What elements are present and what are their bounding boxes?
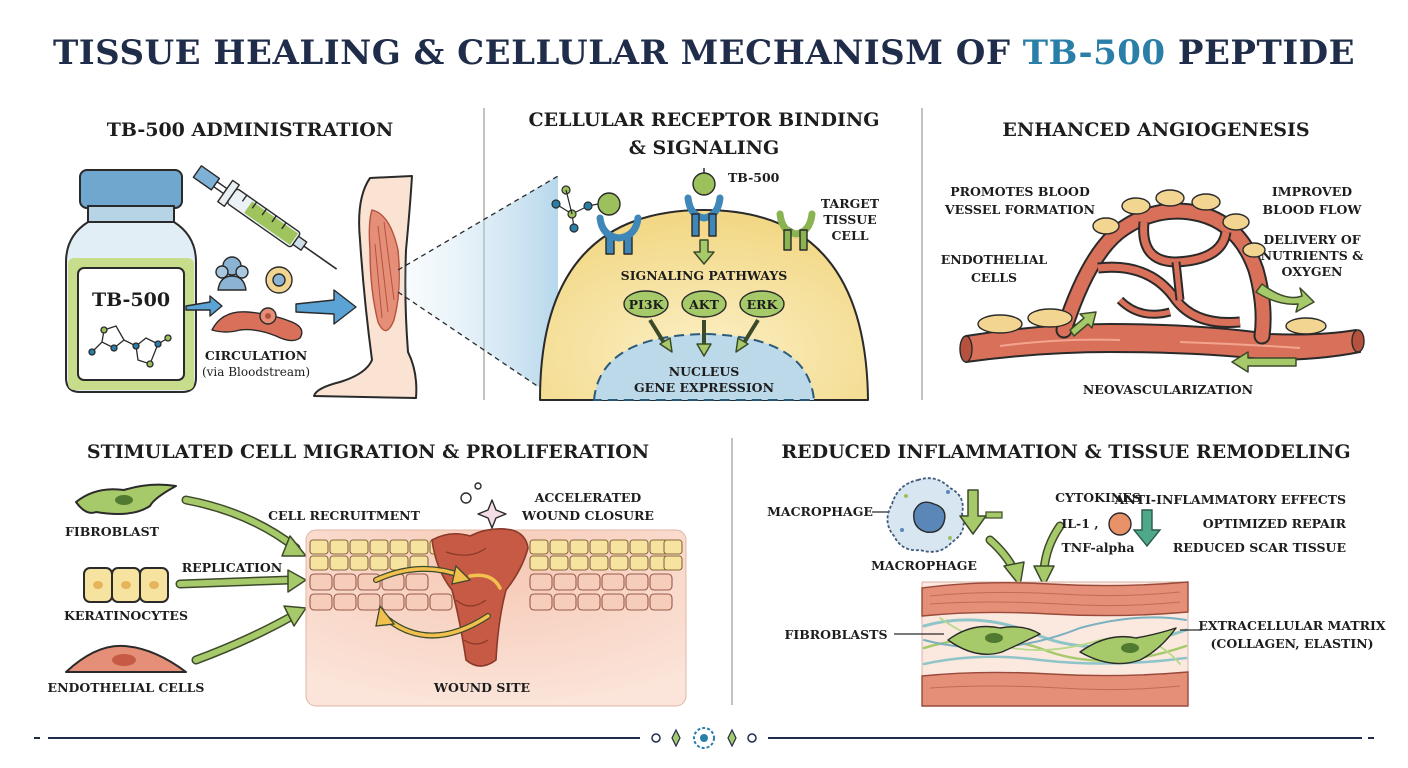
angio-title: ENHANCED ANGIOGENESIS: [1002, 119, 1309, 141]
accelerated-label-line-1: ACCELERATED: [534, 490, 642, 505]
nucleus: [592, 332, 816, 401]
angio-endothelial-line-2: CELLS: [971, 270, 1017, 285]
endothelial-cells-row: [977, 189, 1327, 335]
pathway-erk-label: ERK: [747, 297, 779, 312]
pathway-erk: ERK: [739, 290, 785, 318]
pathway-akt: AKT: [681, 290, 727, 318]
target-label-line-3: CELL: [831, 228, 868, 243]
fibroblast-icon: [75, 483, 177, 515]
panel-migration: STIMULATED CELL MIGRATION & PROLIFERATIO…: [48, 441, 687, 707]
fibroblasts-label: FIBROBLASTS: [785, 627, 888, 642]
title-part-2: PEPTIDE: [1166, 33, 1356, 73]
endothelial-cell-icon: [65, 644, 187, 673]
signaling-pathways-label: SIGNALING PATHWAYS: [621, 268, 788, 283]
tnf-label: TNF-alpha: [1061, 540, 1134, 555]
peptide-chain-icon: [551, 185, 599, 233]
arrow-blood-flow: [1255, 283, 1315, 313]
nucleus-label: NUCLEUS: [669, 364, 740, 379]
page-title: TISSUE HEALING & CELLULAR MECHANISM OF T…: [53, 33, 1355, 73]
effect-optimized-repair: OPTIMIZED REPAIR: [1203, 516, 1347, 531]
syringe-icon: [192, 165, 338, 270]
recruitment-label: CELL RECRUITMENT: [268, 508, 420, 523]
effect-reduced-scar: REDUCED SCAR TISSUE: [1173, 540, 1346, 555]
gene-expression-label: GENE EXPRESSION: [634, 380, 774, 395]
panel-receptor: CELLULAR RECEPTOR BINDING & SIGNALING TB…: [529, 109, 880, 401]
arrow-to-circulation: [185, 295, 223, 317]
macrophage-below-label: MACROPHAGE: [871, 558, 977, 573]
cytokines-label: CYTOKINES: [1055, 490, 1141, 505]
receptor-center-icon: [684, 168, 724, 237]
leg-illustration: [313, 175, 418, 399]
target-label-line-1: TARGET: [821, 196, 880, 211]
inflammation-title: REDUCED INFLAMMATION & TISSUE REMODELING: [781, 441, 1350, 463]
migration-title: STIMULATED CELL MIGRATION & PROLIFERATIO…: [87, 441, 649, 463]
improved-label-line-2: BLOOD FLOW: [1263, 202, 1363, 217]
replication-label: REPLICATION: [182, 560, 282, 575]
footer-ornament: [34, 727, 1374, 749]
delivery-label-line-1: DELIVERY OF: [1263, 232, 1360, 247]
arrow-vessel-growth: [1069, 311, 1097, 337]
arrow-cytokines-down: [1132, 509, 1162, 548]
keratinocytes-icon: [83, 567, 169, 603]
title-accent: TB-500: [1023, 33, 1166, 73]
arrow-to-leg: [295, 289, 357, 325]
delivery-label-line-2: NUTRIENTS &: [1261, 248, 1364, 263]
promotes-label-line-1: PROMOTES BLOOD: [950, 184, 1090, 199]
zoom-beam: [398, 176, 558, 400]
admin-title: TB-500 ADMINISTRATION: [107, 119, 393, 141]
panel-inflammation: REDUCED INFLAMMATION & TISSUE REMODELING…: [767, 441, 1386, 707]
neovascularization-label: NEOVASCULARIZATION: [1083, 382, 1253, 397]
pathway-pi3k-label: PI3K: [629, 297, 665, 312]
sparkle-icon: [460, 482, 507, 529]
angio-endothelial-line-1: ENDOTHELIAL: [941, 252, 1048, 267]
panel-angiogenesis: ENHANCED ANGIOGENESIS PROMOTES BLOOD VES…: [941, 119, 1365, 397]
pathway-pi3k: PI3K: [623, 290, 669, 318]
receptor-left-icon: [596, 192, 642, 255]
pathway-akt-label: AKT: [688, 297, 720, 312]
macrophage-left-label: MACROPHAGE: [767, 504, 873, 519]
arrow-receptor-down: [693, 239, 715, 265]
arrow-vessel-flow: [1231, 351, 1297, 373]
panel-administration: TB-500 ADMINISTRATION TB-500: [65, 119, 559, 401]
skin-cells-top: [309, 539, 683, 571]
wound-tissue: [305, 528, 687, 707]
molecule-icon: [88, 325, 172, 368]
vial-icon: TB-500: [65, 169, 197, 393]
receptor-title-line-2: & SIGNALING: [629, 137, 780, 159]
il1-label: IL-1 ,: [1061, 516, 1098, 531]
wound-clot: [431, 528, 529, 667]
cytokine-icon: [1108, 512, 1132, 536]
ecm-label-line-1: EXTRACELLULAR MATRIX: [1198, 618, 1386, 633]
title-part-1: TISSUE HEALING & CELLULAR MECHANISM OF: [53, 33, 1023, 73]
tissue-block: [921, 581, 1189, 707]
target-label-line-2: TISSUE: [823, 212, 876, 227]
blood-cells-icon: [211, 256, 303, 342]
tb500-label: TB-500: [728, 170, 780, 185]
capillary-network: [1055, 202, 1272, 345]
vial-label: TB-500: [92, 289, 170, 311]
skin-cells-lower: [309, 573, 673, 611]
ecm-label-line-2: (COLLAGEN, ELASTIN): [1210, 636, 1373, 651]
improved-label-line-1: IMPROVED: [1272, 184, 1352, 199]
receptor-title-line-1: CELLULAR RECEPTOR BINDING: [529, 109, 880, 131]
circulation-sublabel: (via Bloodstream): [202, 365, 310, 379]
macrophage-icon: [886, 477, 965, 553]
migration-endothelial-label: ENDOTHELIAL CELLS: [48, 680, 205, 695]
wound-site-label: WOUND SITE: [433, 680, 530, 695]
receptor-right-icon: [776, 210, 816, 251]
keratinocytes-label: KERATINOCYTES: [64, 608, 188, 623]
arrow-macrophage-down: [959, 489, 987, 535]
accelerated-label-line-2: WOUND CLOSURE: [521, 508, 654, 523]
delivery-label-line-3: OXYGEN: [1282, 264, 1343, 279]
fibroblast-label: FIBROBLAST: [65, 524, 160, 539]
promotes-label-line-2: VESSEL FORMATION: [944, 202, 1095, 217]
circulation-label: CIRCULATION: [205, 348, 307, 363]
fibroblast-cells: [947, 625, 1177, 665]
effect-anti-inflammatory: ANTI-INFLAMMATORY EFFECTS: [1114, 492, 1346, 507]
